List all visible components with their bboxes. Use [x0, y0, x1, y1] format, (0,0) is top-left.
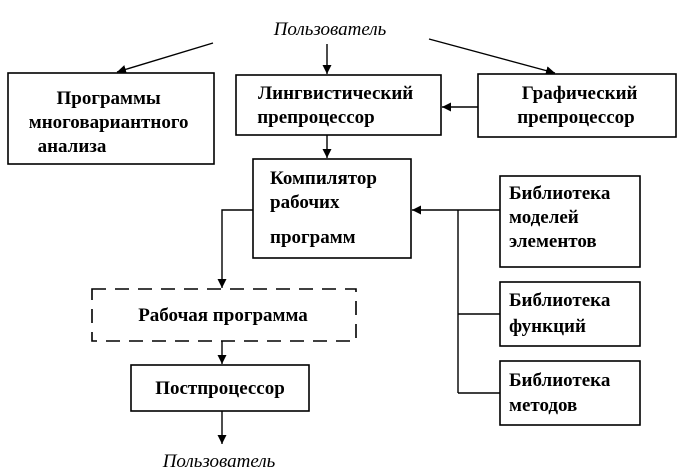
box-lib-methods-line-2: методов: [509, 395, 577, 416]
box-multivariant-line-3: анализа: [38, 136, 107, 157]
arrow-user-to-multivariant: [116, 42, 214, 74]
svg-text:Библиотека методов: Библиотека методов: [509, 370, 615, 416]
box-multivariant-line-1: Программы: [56, 88, 160, 109]
svg-text:Графический препроцессор: Графический препроцессор: [517, 83, 642, 128]
box-compiler-line-1: Компилятор: [270, 168, 377, 189]
arrow-compiler-to-work-program: [217, 209, 253, 288]
box-library-models: Библиотека моделей элементов: [499, 175, 641, 268]
box-lib-models-line-2: моделей: [509, 207, 579, 228]
box-library-functions: Библиотека функций: [499, 281, 641, 347]
box-postprocessor-line-1: Постпроцессор: [155, 378, 285, 399]
user-label-bottom: Пользователь: [162, 451, 276, 472]
box-lib-functions-line-2: функций: [509, 316, 586, 337]
arrow-user-to-graphic: [428, 38, 556, 75]
box-lib-models-line-1: Библиотека: [509, 183, 611, 204]
svg-text:Библиотека функций: Библиотека функций: [509, 290, 615, 337]
svg-text:Постпроцессор: Постпроцессор: [155, 378, 285, 399]
svg-text:Библиотека моделей: Библиотека моделей элементов: [509, 183, 615, 252]
box-graphic-preprocessor: Графический препроцессор: [477, 73, 677, 138]
box-work-program: Рабочая программа: [91, 288, 357, 342]
box-lib-functions-line-1: Библиотека: [509, 290, 611, 311]
box-compiler: Компилятор рабочих программ: [252, 158, 412, 259]
box-lib-methods-line-1: Библиотека: [509, 370, 611, 391]
box-lib-models-line-3: элементов: [509, 231, 597, 252]
box-compiler-line-3: программ: [270, 227, 356, 248]
box-work-program-line-1: Рабочая программа: [138, 305, 308, 326]
box-linguistic-preprocessor: Лингвистический препроцессор: [235, 74, 442, 136]
svg-text:Компилятор рабочих: Компилятор рабочих программ: [270, 168, 382, 248]
svg-text:Рабочая программа: Рабочая программа: [138, 305, 308, 326]
box-postprocessor: Постпроцессор: [130, 364, 310, 412]
box-linguistic-line-2: препроцессор: [257, 107, 375, 128]
box-library-methods: Библиотека методов: [499, 360, 641, 426]
svg-text:Лингвистический препроце: Лингвистический препроцессор: [257, 83, 418, 128]
box-multivariant-analysis: Программы многовариантного анализа: [7, 72, 215, 165]
svg-text:Программы многовариантно: Программы многовариантного анализа: [29, 88, 193, 157]
box-compiler-line-2: рабочих: [270, 192, 340, 213]
box-linguistic-line-1: Лингвистический: [258, 83, 413, 104]
box-graphic-line-2: препроцессор: [517, 107, 635, 128]
box-graphic-line-1: Графический: [522, 83, 638, 104]
box-multivariant-line-2: многовариантного: [29, 112, 189, 133]
user-label-top: Пользователь: [273, 19, 387, 40]
